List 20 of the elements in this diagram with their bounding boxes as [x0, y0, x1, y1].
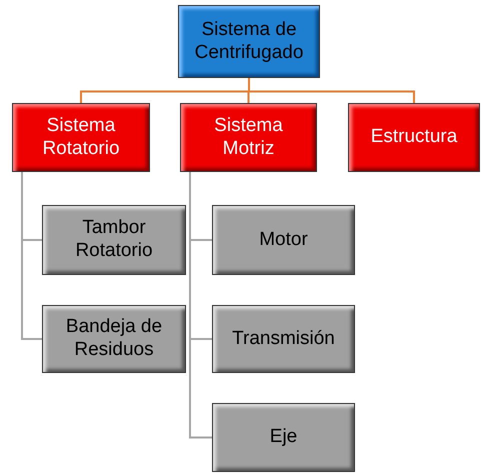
- box-label: Sistema Motriz: [213, 114, 284, 160]
- category-box: [180, 103, 317, 172]
- box-label: Bandeja de Residuos: [64, 316, 164, 362]
- component-box: [212, 305, 355, 373]
- component-box: [212, 205, 355, 275]
- root-box: [178, 5, 320, 78]
- box-label: Eje: [270, 426, 298, 449]
- component-box: [42, 205, 186, 275]
- box-label: Estructura: [370, 126, 458, 149]
- box-label: Tambor Rotatorio: [74, 217, 154, 263]
- box-label: Sistema de Centrifugado: [194, 18, 304, 64]
- category-box: [348, 103, 480, 172]
- connector-line: [189, 172, 212, 438]
- component-box: [42, 305, 186, 373]
- component-box: [212, 403, 355, 472]
- box-label: Transmisión: [232, 328, 335, 350]
- connector-line: [21, 172, 42, 340]
- category-box: [12, 103, 150, 172]
- box-label: Motor: [259, 228, 308, 252]
- box-label: Sistema Rotatorio: [41, 114, 121, 160]
